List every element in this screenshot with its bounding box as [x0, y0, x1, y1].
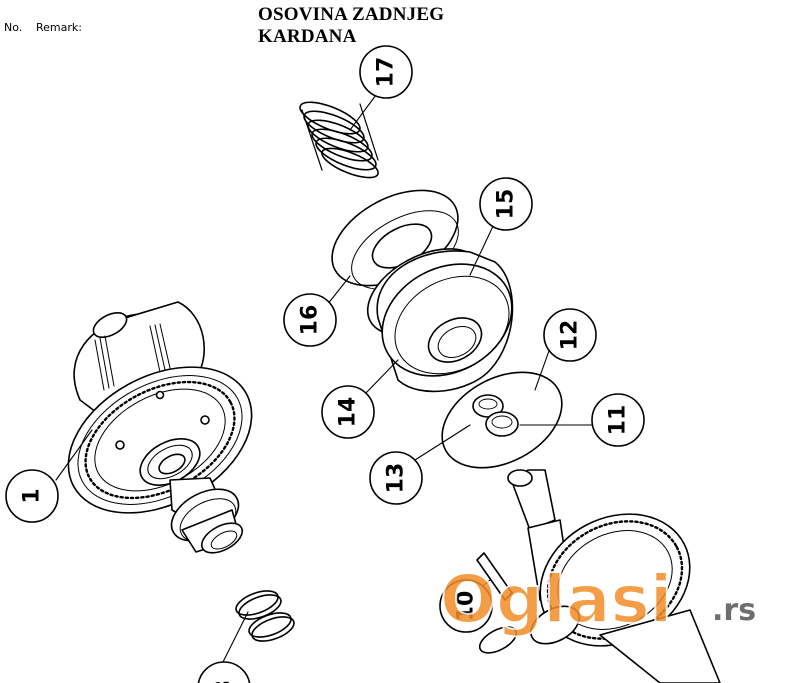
- watermark-suffix-text: .rs: [712, 593, 756, 628]
- remark-label: Remark:: [36, 21, 82, 34]
- spring-part-17: [299, 101, 379, 179]
- callout-label-10: 10: [454, 591, 479, 622]
- callout-label-16: 16: [298, 305, 323, 336]
- callout-label-8: 8: [212, 680, 237, 683]
- callout-label-1: 1: [20, 488, 45, 503]
- callout-label-14: 14: [336, 397, 361, 428]
- gear-assembly-part-1: [67, 301, 253, 554]
- callout-bubble-10: 10: [439, 579, 493, 633]
- callout-bubble-13: 13: [369, 451, 423, 505]
- callout-label-11: 11: [606, 405, 631, 436]
- oglasi-watermark-logo: Oglasi .rs: [439, 560, 756, 639]
- leader-lines: [55, 94, 593, 669]
- snap-rings-part-8: [235, 590, 295, 642]
- callout-bubble-11: 11: [591, 393, 645, 447]
- watermark-logo-text: Oglasi: [440, 561, 672, 638]
- page-title-line-1: OSOVINA ZADNJEG: [258, 4, 445, 25]
- number-label: No.: [4, 21, 23, 34]
- balls-part-11: [472, 394, 519, 437]
- callout-label-17: 17: [374, 57, 399, 88]
- callout-bubble-8: 8: [197, 661, 251, 683]
- callout-bubble-16: 16: [283, 293, 337, 347]
- shaft-gear-assembly: [476, 469, 721, 683]
- callout-bubble-17: 17: [359, 45, 413, 99]
- page-title-line-2: KARDANA: [258, 26, 357, 47]
- callout-label-12: 12: [558, 320, 583, 351]
- callout-bubble-12: 12: [543, 308, 597, 362]
- callout-bubble-14: 14: [321, 385, 375, 439]
- callout-label-15: 15: [494, 189, 519, 220]
- callout-bubble-15: 15: [479, 177, 533, 231]
- callout-bubble-1: 1: [5, 469, 59, 523]
- pulley-part-14: [376, 250, 514, 393]
- callout-label-13: 13: [384, 463, 409, 494]
